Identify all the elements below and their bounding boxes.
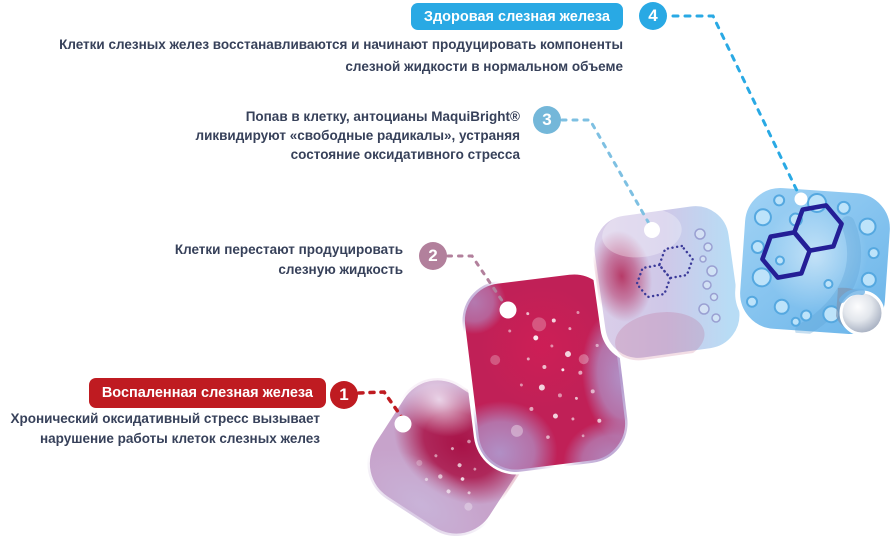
stage-3-description-line-1: Попав в клетку, антоцианы MaquiBright® — [245, 109, 520, 124]
gland-stage-2 — [457, 269, 633, 477]
inflamed-gland-badge: Воспаленная слезная железа — [88, 378, 326, 408]
stage-3-description: Попав в клетку, антоцианы MaquiBright® л… — [196, 107, 521, 164]
stage-4-description-line-2: слезной жидкости в нормальном объеме — [345, 59, 623, 74]
stage-2-description-line-2: слезную жидкость — [278, 262, 403, 277]
stage-2-description: Клетки перестают продуцировать слезную ж… — [175, 240, 403, 280]
connector-dot-2 — [499, 301, 517, 319]
stage-4-description: Клетки слезных желез восстанавливаются и… — [59, 34, 623, 78]
connector-stage-4 — [671, 14, 802, 199]
healthy-gland-badge: Здоровая слезная железа — [410, 3, 623, 30]
gland-stage-4 — [735, 183, 893, 339]
stage-1-description-line-2: нарушение работы клеток слезных желез — [39, 431, 320, 446]
gland-stage-1 — [352, 362, 530, 536]
anthocyanin-molecule-dotted-icon — [635, 244, 695, 299]
gland-stage-3 — [589, 201, 745, 366]
connector-stage-2 — [446, 254, 509, 310]
stage-3-description-line-2: ликвидируют «свободные радикалы», устран… — [195, 128, 521, 143]
stage-1-description: Хронический оксидативный стресс вызывает… — [11, 409, 321, 449]
connector-stage-1 — [357, 390, 405, 421]
stage-4-description-line-1: Клетки слезных желез восстанавливаются и… — [59, 37, 623, 52]
connector-dot-3 — [644, 222, 660, 238]
stage-3-description-line-3: состояние оксидативного стресса — [290, 147, 520, 162]
stage-1-marker: 1 — [330, 381, 358, 409]
anthocyanin-molecule-icon — [760, 203, 844, 280]
stage-1-description-line-1: Хронический оксидативный стресс вызывает — [10, 411, 321, 426]
gland3-bubbles — [694, 228, 721, 323]
connector-dot-4 — [794, 192, 808, 206]
connector-stage-3 — [560, 118, 653, 229]
stage-2-description-line-1: Клетки перестают продуцировать — [174, 242, 403, 257]
stage-2-marker: 2 — [419, 242, 447, 270]
stage-4-marker: 4 — [639, 2, 667, 30]
connector-dot-1 — [394, 415, 412, 433]
tear-drop-icon — [836, 287, 885, 336]
stage-3-marker: 3 — [533, 106, 561, 134]
